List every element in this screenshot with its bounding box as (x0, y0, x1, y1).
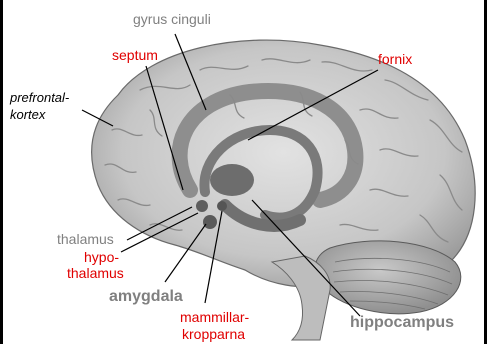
label-hypothalamus-line1: hypo- (84, 250, 119, 265)
label-mammillar-line2: kropparna (182, 327, 245, 342)
label-fornix: fornix (378, 52, 412, 67)
label-septum: septum (112, 48, 158, 63)
thalamus-shape (210, 164, 254, 196)
label-hippocampus: hippocampus (350, 315, 454, 330)
amygdala-shape (203, 215, 217, 229)
label-prefrontal-line1: prefrontal- (10, 90, 69, 105)
hypothalamus-shape (196, 200, 208, 212)
mammillary-shape (217, 201, 227, 211)
label-mammillar-line1: mammillar- (180, 310, 249, 325)
label-gyrus-cinguli: gyrus cinguli (133, 12, 211, 27)
label-amygdala: amygdala (109, 289, 183, 304)
label-thalamus: thalamus (57, 232, 114, 247)
label-prefrontal-line2: kortex (10, 107, 45, 122)
label-hypothalamus-line2: thalamus (67, 266, 124, 281)
brain-stem (272, 256, 330, 340)
